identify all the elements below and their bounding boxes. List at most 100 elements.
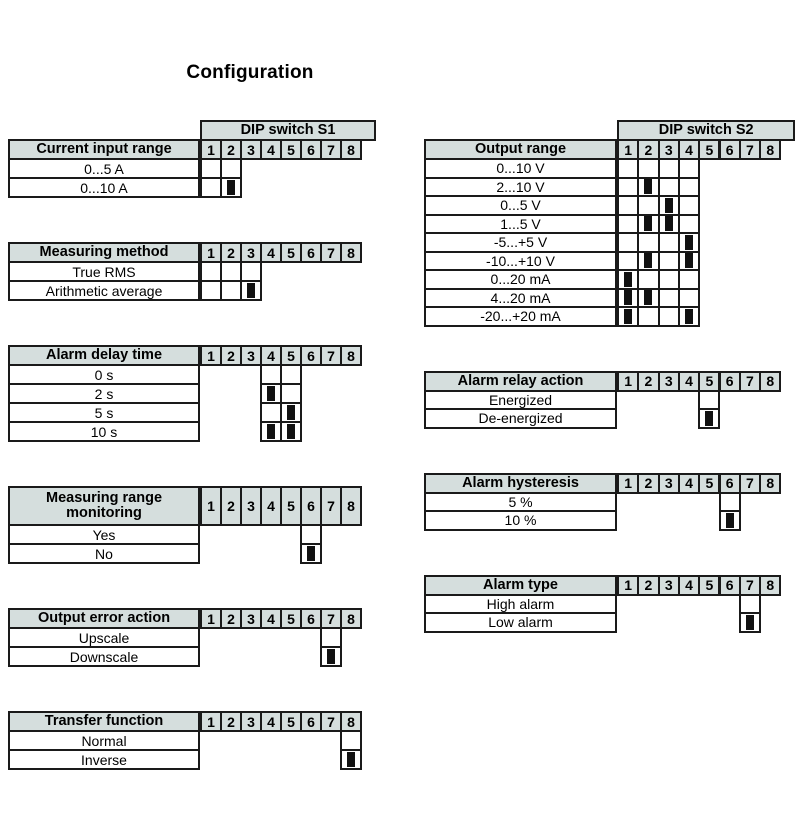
option-label: 10 % bbox=[424, 510, 617, 531]
switch-cell-3[interactable] bbox=[657, 287, 680, 308]
option-label: Inverse bbox=[8, 749, 200, 770]
option-label: 5 % bbox=[424, 491, 617, 512]
switch-number-header-7: 7 bbox=[320, 608, 342, 629]
switch-cell-3[interactable] bbox=[657, 250, 680, 271]
switch-number-header-5: 5 bbox=[698, 472, 721, 494]
switch-cell-3[interactable] bbox=[657, 176, 680, 197]
switch-cell-3[interactable] bbox=[657, 158, 680, 179]
switch-cell-2[interactable] bbox=[220, 261, 242, 282]
switch-cell-1[interactable] bbox=[617, 195, 640, 216]
switch-number-header-2: 2 bbox=[220, 139, 242, 160]
table-header-label: Output error action bbox=[8, 608, 200, 629]
switch-cell-4[interactable] bbox=[677, 287, 701, 308]
switch-cell-6[interactable] bbox=[300, 543, 322, 564]
switch-on-marker-icon bbox=[347, 752, 355, 767]
switch-number-header-4: 4 bbox=[260, 486, 282, 526]
switch-number-header-3: 3 bbox=[240, 139, 262, 160]
switch-cell-1[interactable] bbox=[617, 269, 640, 290]
switch-cell-1[interactable] bbox=[617, 213, 640, 234]
switch-cell-4[interactable] bbox=[677, 232, 701, 253]
switch-cell-3[interactable] bbox=[657, 195, 680, 216]
switch-cell-4[interactable] bbox=[260, 364, 282, 385]
switch-cell-4[interactable] bbox=[677, 158, 701, 179]
page-title: Configuration bbox=[186, 62, 314, 83]
switch-number-header-7: 7 bbox=[738, 472, 762, 494]
switch-on-marker-icon bbox=[644, 253, 653, 269]
switch-cell-5[interactable] bbox=[280, 364, 302, 385]
switch-number-header-5: 5 bbox=[280, 608, 302, 629]
dip-switch-group-title: DIP switch S1 bbox=[200, 120, 376, 141]
switch-cell-2[interactable] bbox=[220, 158, 242, 179]
switch-cell-2[interactable] bbox=[220, 177, 242, 198]
switch-cell-8[interactable] bbox=[340, 749, 362, 770]
switch-cell-4[interactable] bbox=[677, 213, 701, 234]
switch-cell-3[interactable] bbox=[657, 306, 680, 327]
switch-cell-5[interactable] bbox=[280, 402, 302, 423]
switch-on-marker-icon bbox=[725, 512, 734, 528]
switch-cell-3[interactable] bbox=[657, 213, 680, 234]
switch-cell-7[interactable] bbox=[320, 627, 342, 648]
switch-cell-1[interactable] bbox=[200, 177, 222, 198]
switch-cell-2[interactable] bbox=[637, 306, 660, 327]
option-label: Arithmetic average bbox=[8, 280, 200, 301]
switch-cell-3[interactable] bbox=[240, 261, 262, 282]
switch-cell-4[interactable] bbox=[677, 195, 701, 216]
switch-cell-5[interactable] bbox=[280, 383, 302, 404]
switch-number-header-4: 4 bbox=[260, 139, 282, 160]
switch-cell-2[interactable] bbox=[637, 195, 660, 216]
switch-cell-4[interactable] bbox=[677, 269, 701, 290]
switch-cell-4[interactable] bbox=[677, 250, 701, 271]
switch-cell-7[interactable] bbox=[738, 593, 762, 614]
switch-cell-5[interactable] bbox=[698, 389, 721, 410]
switch-cell-1[interactable] bbox=[617, 250, 640, 271]
switch-cell-4[interactable] bbox=[260, 421, 282, 442]
switch-number-header-8: 8 bbox=[340, 608, 362, 629]
switch-cell-5[interactable] bbox=[698, 408, 721, 429]
switch-number-header-8: 8 bbox=[340, 345, 362, 366]
switch-number-header-3: 3 bbox=[240, 242, 262, 263]
switch-cell-1[interactable] bbox=[617, 287, 640, 308]
switch-cell-2[interactable] bbox=[637, 232, 660, 253]
switch-number-header-3: 3 bbox=[240, 486, 262, 526]
switch-cell-6[interactable] bbox=[300, 524, 322, 545]
switch-cell-1[interactable] bbox=[200, 158, 222, 179]
switch-number-header-5: 5 bbox=[280, 486, 302, 526]
switch-cell-1[interactable] bbox=[617, 158, 640, 179]
switch-cell-2[interactable] bbox=[637, 158, 660, 179]
switch-number-header-7: 7 bbox=[320, 139, 342, 160]
switch-cell-2[interactable] bbox=[637, 213, 660, 234]
switch-cell-2[interactable] bbox=[637, 287, 660, 308]
switch-number-header-8: 8 bbox=[340, 139, 362, 160]
switch-cell-8[interactable] bbox=[340, 730, 362, 751]
switch-cell-4[interactable] bbox=[677, 176, 701, 197]
switch-number-header-3: 3 bbox=[657, 472, 680, 494]
switch-cell-2[interactable] bbox=[637, 269, 660, 290]
switch-cell-3[interactable] bbox=[657, 269, 680, 290]
switch-number-header-1: 1 bbox=[617, 370, 640, 392]
switch-cell-4[interactable] bbox=[260, 402, 282, 423]
switch-on-marker-icon bbox=[267, 386, 275, 401]
switch-cell-1[interactable] bbox=[200, 280, 222, 301]
switch-cell-4[interactable] bbox=[260, 383, 282, 404]
switch-cell-7[interactable] bbox=[738, 612, 762, 633]
switch-cell-4[interactable] bbox=[677, 306, 701, 327]
switch-cell-3[interactable] bbox=[240, 280, 262, 301]
switch-cell-7[interactable] bbox=[320, 646, 342, 667]
switch-cell-3[interactable] bbox=[657, 232, 680, 253]
switch-cell-6[interactable] bbox=[718, 491, 741, 512]
option-label: De-energized bbox=[424, 408, 617, 429]
switch-cell-1[interactable] bbox=[200, 261, 222, 282]
switch-number-header-7: 7 bbox=[738, 139, 762, 160]
switch-cell-2[interactable] bbox=[637, 250, 660, 271]
switch-cell-2[interactable] bbox=[637, 176, 660, 197]
switch-cell-2[interactable] bbox=[220, 280, 242, 301]
switch-cell-1[interactable] bbox=[617, 232, 640, 253]
switch-cell-1[interactable] bbox=[617, 306, 640, 327]
switch-cell-5[interactable] bbox=[280, 421, 302, 442]
switch-number-header-6: 6 bbox=[300, 345, 322, 366]
switch-cell-6[interactable] bbox=[718, 510, 741, 531]
switch-on-marker-icon bbox=[664, 216, 673, 232]
switch-cell-1[interactable] bbox=[617, 176, 640, 197]
